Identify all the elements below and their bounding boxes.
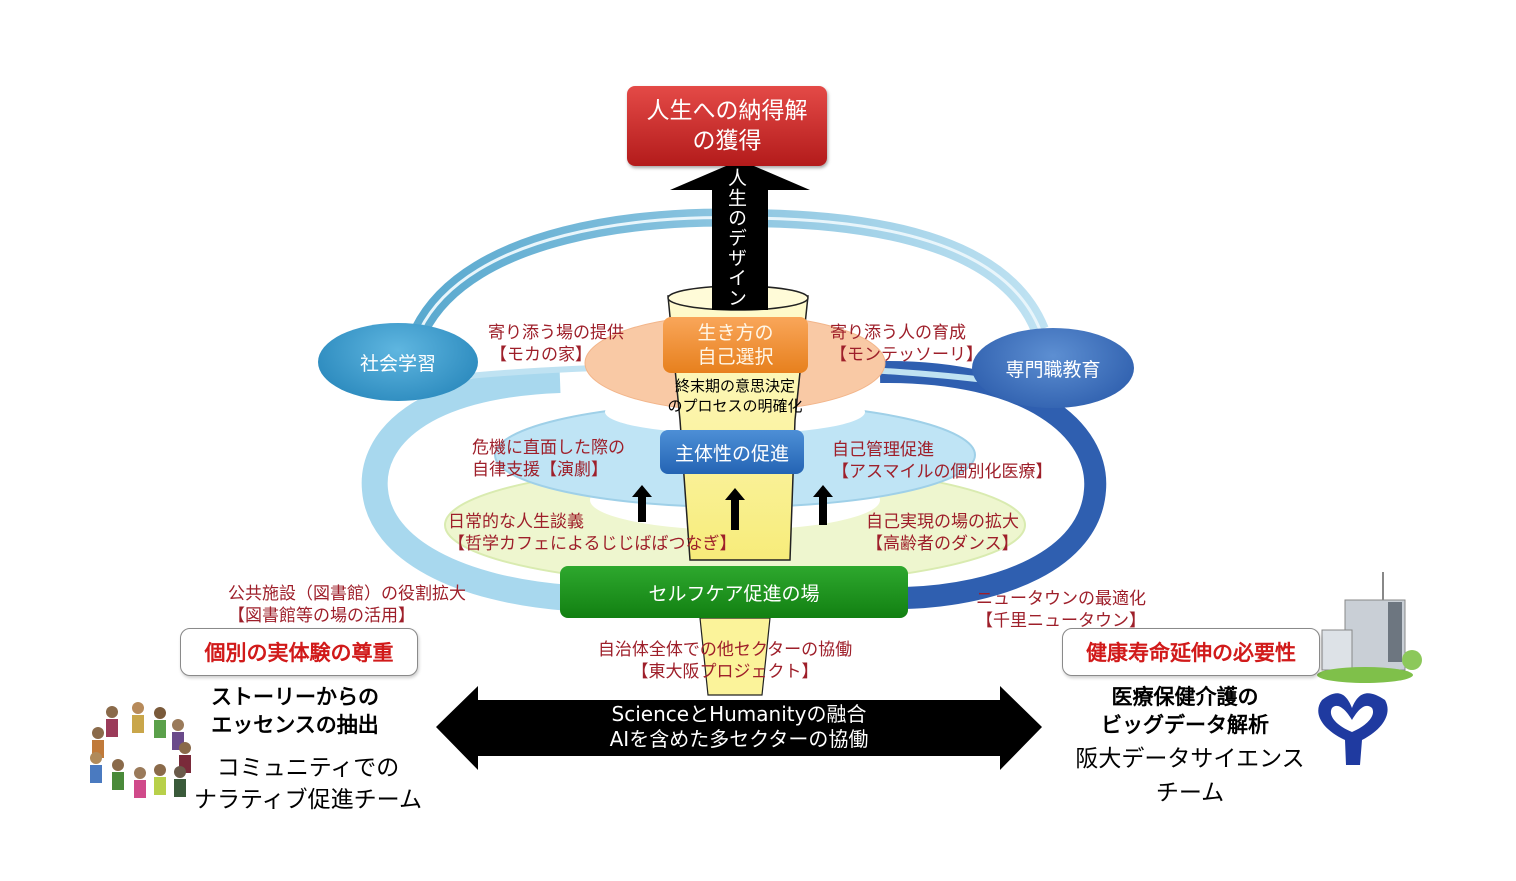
annotation-line: 【アスマイルの個別化医療】 xyxy=(832,462,1053,482)
individual-experience-box: 個別の実体験の尊重 xyxy=(180,628,418,676)
left-team-bold-text: ストーリーからの エッセンスの抽出 xyxy=(195,683,395,739)
end-of-life-caption: 終末期の意思決定 のプロセスの明確化 xyxy=(660,376,810,416)
annotation-top-right: 寄り添う人の育成 【モンテッソーリ】 xyxy=(830,322,983,366)
right-team-bold-text: 医療保健介護の ビッグデータ解析 xyxy=(1080,683,1290,739)
small-up-arrow xyxy=(632,485,652,522)
life-design-arrow xyxy=(670,160,810,310)
annotation-outer-left: 公共施設（図書館）の役割拡大 【図書館等の場の活用】 xyxy=(228,583,466,627)
life-design-label: 人生のデザイン xyxy=(725,168,747,308)
left-team-bold-line2: エッセンスの抽出 xyxy=(211,713,379,737)
annotation-line: 公共施設（図書館）の役割拡大 xyxy=(228,584,466,604)
annotation-line: 日常的な人生談義 xyxy=(448,512,584,532)
annotation-line: 【図書館等の場の活用】 xyxy=(228,606,415,626)
small-up-arrow xyxy=(725,488,745,530)
annotation-top-left: 寄り添う場の提供 【モカの家】 xyxy=(488,322,624,366)
annotation-line: 寄り添う人の育成 xyxy=(830,323,966,343)
left-team-bold-line1: ストーリーからの xyxy=(211,685,379,709)
healthy-lifespan-label: 健康寿命延伸の必要性 xyxy=(1086,641,1296,665)
goal-line2: の獲得 xyxy=(692,128,762,154)
double-arrow-label: ScienceとHumanityの融合 AIを含めた多セクターの協働 xyxy=(478,702,1000,752)
end-of-life-caption-line1: 終末期の意思決定 xyxy=(674,377,795,395)
self-choice-line2: 自己選択 xyxy=(697,346,774,368)
annotation-bottom-center: 自治体全体での他セクターの協働 【東大阪プロジェクト】 xyxy=(580,639,870,683)
annotation-line: 【モンテッソーリ】 xyxy=(830,345,983,365)
annotation-line: 寄り添う場の提供 xyxy=(488,323,624,343)
annotation-lower-right: 自己実現の場の拡大 【高齢者のダンス】 xyxy=(866,511,1019,555)
hospital-building-illustration xyxy=(1317,572,1422,683)
right-team-name-line2: チーム xyxy=(1155,780,1225,806)
end-of-life-caption-line2: のプロセスの明確化 xyxy=(667,397,803,415)
annotation-line: 自己管理促進 xyxy=(832,440,934,460)
science-humanity-double-arrow xyxy=(436,686,1042,770)
annotation-line: 自己実現の場の拡大 xyxy=(866,512,1019,532)
self-care-box: セルフケア促進の場 xyxy=(560,566,908,618)
annotation-middle-right: 自己管理促進 【アスマイルの個別化医療】 xyxy=(832,439,1053,483)
annotation-line: 自治体全体での他セクターの協働 xyxy=(597,640,853,660)
professional-education-oval: 専門職教育 xyxy=(972,328,1134,408)
annotation-line: 【千里ニュータウン】 xyxy=(976,611,1146,631)
right-team-name: 阪大データサイエンス チーム xyxy=(1050,742,1330,810)
small-up-arrow xyxy=(813,485,833,525)
annotation-outer-right: ニュータウンの最適化 【千里ニュータウン】 xyxy=(976,588,1146,632)
self-choice-box: 生き方の 自己選択 xyxy=(663,317,808,373)
autonomy-label: 主体性の促進 xyxy=(674,442,789,465)
left-team-name: コミュニティでの ナラティブ促進チーム xyxy=(178,752,438,816)
annotation-lower-left: 日常的な人生談義 【哲学カフェによるじじばばつなぎ】 xyxy=(448,511,737,555)
funnel-stem xyxy=(699,617,771,696)
annotation-line: 【哲学カフェによるじじばばつなぎ】 xyxy=(448,534,737,554)
double-arrow-line2: AIを含めた多セクターの協働 xyxy=(609,727,869,751)
left-team-name-line1: コミュニティでの xyxy=(216,755,400,781)
outer-ring-left xyxy=(361,367,571,611)
right-team-bold-line1: 医療保健介護の xyxy=(1111,685,1259,709)
social-learning-label: 社会学習 xyxy=(359,352,436,375)
goal-box: 人生への納得解 の獲得 xyxy=(627,86,827,166)
professional-education-label: 専門職教育 xyxy=(1005,358,1101,381)
autonomy-box: 主体性の促進 xyxy=(660,430,804,474)
annotation-line: ニュータウンの最適化 xyxy=(976,589,1146,609)
people-circle-illustration xyxy=(90,702,191,798)
right-team-name-line1: 阪大データサイエンス xyxy=(1075,746,1305,772)
individual-experience-label: 個別の実体験の尊重 xyxy=(204,641,394,665)
healthy-lifespan-box: 健康寿命延伸の必要性 xyxy=(1062,628,1320,676)
self-choice-line1: 生き方の xyxy=(697,322,774,344)
annotation-line: 危機に直面した際の xyxy=(472,438,625,458)
double-arrow-line1: ScienceとHumanityの融合 xyxy=(611,702,867,726)
social-learning-oval: 社会学習 xyxy=(318,323,478,401)
annotation-line: 【モカの家】 xyxy=(490,345,592,365)
self-care-label: セルフケア促進の場 xyxy=(648,582,820,605)
annotation-line: 【東大阪プロジェクト】 xyxy=(631,662,819,682)
annotation-middle-left: 危機に直面した際の 自律支援【演劇】 xyxy=(472,437,625,481)
ginkgo-logo xyxy=(1318,693,1388,765)
left-team-name-line2: ナラティブ促進チーム xyxy=(194,787,422,813)
annotation-line: 自律支援【演劇】 xyxy=(472,460,608,480)
right-team-bold-line2: ビッグデータ解析 xyxy=(1101,713,1269,737)
goal-line1: 人生への納得解 xyxy=(646,98,808,124)
annotation-line: 【高齢者のダンス】 xyxy=(866,534,1019,554)
